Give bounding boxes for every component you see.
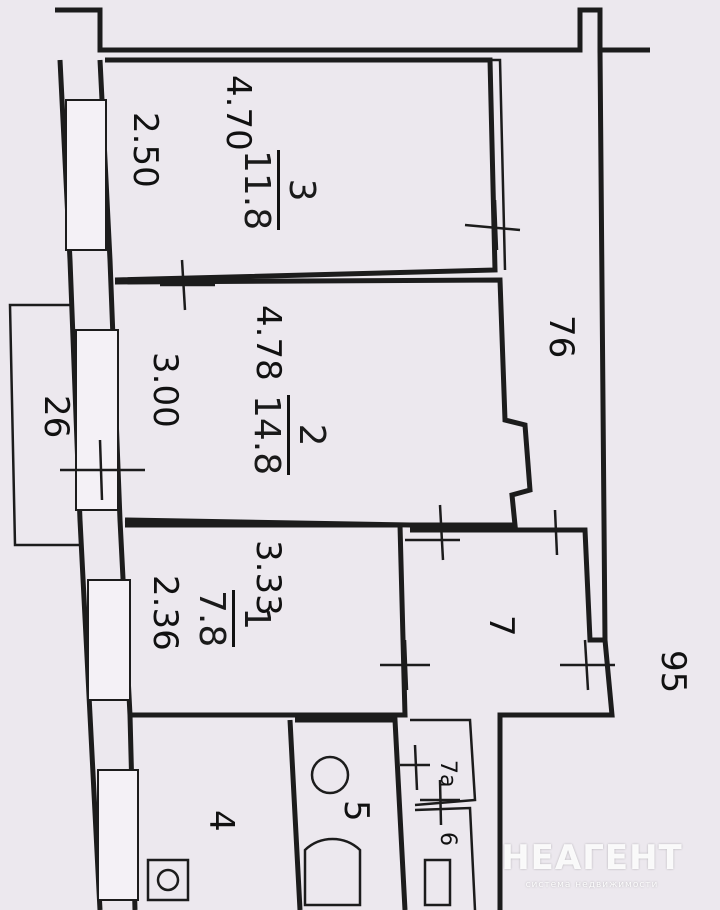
corridor-dimension: 76 bbox=[541, 315, 581, 359]
room-3-walls bbox=[105, 57, 498, 283]
bath-fixture bbox=[303, 837, 362, 907]
watermark-tagline: система недвижимости bbox=[525, 880, 659, 890]
room-2-length: 4.78 bbox=[248, 305, 288, 381]
window-room-3 bbox=[65, 99, 107, 251]
window-room-1 bbox=[87, 579, 131, 701]
room-3-fraction-bar bbox=[277, 150, 281, 231]
room-3-area: 11.8 bbox=[236, 150, 278, 231]
room-1-width: 2.36 bbox=[145, 575, 185, 651]
closet-b-number: 6 bbox=[435, 832, 460, 846]
room-2-walls bbox=[114, 277, 533, 528]
room-2-area: 14.8 bbox=[246, 395, 288, 476]
toilet-fixture bbox=[310, 755, 350, 795]
stove-burner bbox=[156, 868, 180, 892]
watermark: НЕАГЕНТ система недвижимости bbox=[492, 838, 692, 890]
room-3-label: 3 11.8 bbox=[236, 150, 322, 231]
room-2-number: 2 bbox=[291, 423, 332, 447]
corridor-partition bbox=[490, 58, 507, 271]
outer-wall-right bbox=[497, 49, 615, 910]
balcony-dimension: 26 bbox=[36, 395, 76, 439]
kitchen-number: 4 bbox=[201, 810, 241, 832]
stove-fixture bbox=[146, 858, 190, 902]
door-marks bbox=[60, 199, 615, 826]
room-2-label: 2 14.8 bbox=[246, 395, 332, 476]
window-room-2 bbox=[75, 329, 119, 511]
closet-a-number: 7a bbox=[435, 760, 460, 788]
wall-dimension: 95 bbox=[653, 650, 693, 694]
closet-walls bbox=[410, 718, 477, 910]
window-kitchen bbox=[97, 769, 139, 901]
watermark-brand: НЕАГЕНТ bbox=[501, 838, 683, 878]
bathroom-walls bbox=[287, 717, 408, 910]
room-3-width: 2.50 bbox=[125, 112, 165, 188]
room-1-area: 7.8 bbox=[191, 590, 233, 648]
room-3-number: 3 bbox=[281, 178, 322, 202]
outer-wall-top bbox=[55, 7, 650, 53]
sink-fixture bbox=[423, 858, 452, 907]
room-3-length: 4.70 bbox=[218, 75, 258, 151]
balcony-outline bbox=[8, 303, 80, 547]
room-1-walls bbox=[125, 522, 408, 718]
hall-walls bbox=[410, 527, 605, 643]
room-1-length: 3.33 bbox=[248, 540, 288, 616]
room-2-fraction-bar bbox=[287, 395, 291, 476]
room-2-width: 3.00 bbox=[145, 352, 185, 428]
room-1-fraction-bar bbox=[232, 590, 236, 648]
hall-number: 7 bbox=[481, 615, 521, 637]
bathroom-number: 5 bbox=[336, 800, 376, 822]
